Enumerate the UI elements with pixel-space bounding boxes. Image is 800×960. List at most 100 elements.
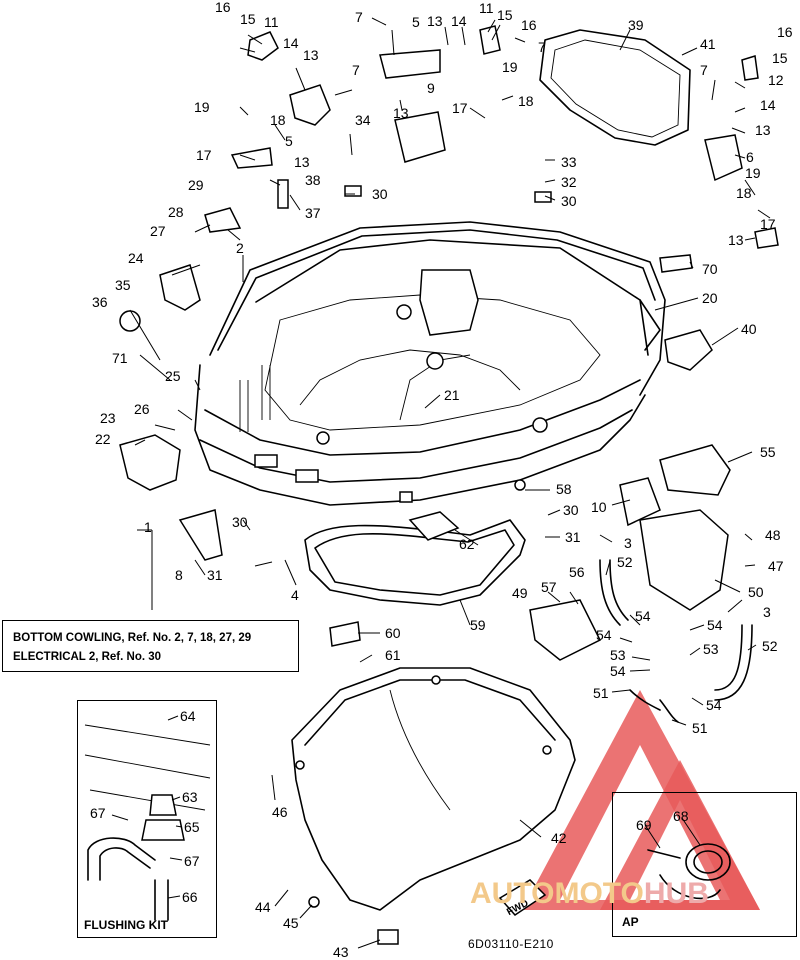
callout-8: 8 <box>175 567 183 583</box>
callout-19: 19 <box>502 59 518 75</box>
reference-note-line-2: ELECTRICAL 2, Ref. No. 30 <box>13 651 162 663</box>
callout-51: 51 <box>692 720 708 736</box>
callout-7: 7 <box>538 39 546 55</box>
callout-17: 17 <box>760 216 776 232</box>
callout-5: 5 <box>285 133 293 149</box>
callout-31: 31 <box>565 529 581 545</box>
callout-38: 38 <box>305 172 321 188</box>
ap-kit-drawing <box>647 843 731 900</box>
callout-51: 51 <box>593 685 609 701</box>
callout-54: 54 <box>596 627 612 643</box>
front-cover-drawing <box>291 667 576 916</box>
leader-lines <box>111 17 771 949</box>
callout-57: 57 <box>541 579 557 595</box>
callout-15: 15 <box>772 50 788 66</box>
callout-26: 26 <box>134 401 150 417</box>
watermark-logo <box>522 690 760 910</box>
callout-13: 13 <box>294 154 310 170</box>
callout-49: 49 <box>512 585 528 601</box>
callout-67: 67 <box>90 805 106 821</box>
callout-4: 4 <box>291 587 299 603</box>
callout-13: 13 <box>755 122 771 138</box>
callout-7: 7 <box>700 62 708 78</box>
callout-21: 21 <box>444 387 460 403</box>
callout-18: 18 <box>518 93 534 109</box>
flushing-kit-label: FLUSHING KIT <box>84 918 168 932</box>
callout-46: 46 <box>272 804 288 820</box>
rim-seal-drawing <box>255 239 661 356</box>
callout-11: 11 <box>264 14 279 30</box>
callout-7: 7 <box>355 9 363 25</box>
callout-2: 2 <box>236 240 244 256</box>
callout-40: 40 <box>741 321 757 337</box>
callout-1: 1 <box>144 519 152 535</box>
callout-12: 12 <box>768 72 784 88</box>
drawing-number: 6D03110-E210 <box>468 937 554 951</box>
callout-52: 52 <box>617 554 633 570</box>
callout-54: 54 <box>635 608 651 624</box>
callout-24: 24 <box>128 250 144 266</box>
callout-66: 66 <box>182 889 198 905</box>
callout-30: 30 <box>563 502 579 518</box>
callout-16: 16 <box>777 24 793 40</box>
callout-9: 9 <box>427 80 435 96</box>
callout-70: 70 <box>702 261 718 277</box>
callout-33: 33 <box>561 154 577 170</box>
callout-6: 6 <box>746 149 754 165</box>
callout-56: 56 <box>569 564 585 580</box>
callout-16: 16 <box>215 0 231 15</box>
callout-39: 39 <box>628 17 644 33</box>
callout-15: 15 <box>497 7 513 23</box>
callout-19: 19 <box>194 99 210 115</box>
watermark-text-part-2: HUB <box>643 877 709 910</box>
callout-48: 48 <box>765 527 781 543</box>
callout-30: 30 <box>372 186 388 202</box>
callout-63: 63 <box>182 789 198 805</box>
callout-31: 31 <box>207 567 223 583</box>
callout-54: 54 <box>610 663 626 679</box>
callout-50: 50 <box>748 584 764 600</box>
callout-23: 23 <box>100 410 116 426</box>
callout-64: 64 <box>180 708 196 724</box>
callout-43: 43 <box>333 944 349 960</box>
callout-61: 61 <box>385 647 401 663</box>
watermark-text-part-1: AUTOMOTO <box>470 877 644 910</box>
callout-28: 28 <box>168 204 184 220</box>
callout-13: 13 <box>427 13 443 29</box>
callout-3: 3 <box>624 535 632 551</box>
callout-7: 7 <box>352 62 360 78</box>
callout-54: 54 <box>706 697 722 713</box>
callout-71: 71 <box>112 350 128 366</box>
callout-10: 10 <box>591 499 607 515</box>
callout-36: 36 <box>92 294 108 310</box>
grommet-seal-drawing <box>304 519 526 606</box>
callout-55: 55 <box>760 444 776 460</box>
callout-44: 44 <box>255 899 271 915</box>
callout-53: 53 <box>610 647 626 663</box>
callout-68: 68 <box>673 808 689 824</box>
reference-note-line-1: BOTTOM COWLING, Ref. No. 2, 7, 18, 27, 2… <box>13 632 252 644</box>
callout-32: 32 <box>561 174 577 190</box>
callout-60: 60 <box>385 625 401 641</box>
cover-plate-drawing <box>539 29 691 146</box>
callout-59: 59 <box>470 617 486 633</box>
callout-65: 65 <box>184 819 200 835</box>
callout-13: 13 <box>393 105 409 121</box>
callout-27: 27 <box>150 223 166 239</box>
ap-inset <box>612 792 797 937</box>
callout-69: 69 <box>636 817 652 833</box>
callout-30: 30 <box>561 193 577 209</box>
callout-42: 42 <box>551 830 567 846</box>
callout-52: 52 <box>762 638 778 654</box>
callout-22: 22 <box>95 431 111 447</box>
callout-37: 37 <box>305 205 321 221</box>
callout-3: 3 <box>763 604 771 620</box>
callout-35: 35 <box>115 277 131 293</box>
ap-label: AP <box>622 915 639 929</box>
callout-14: 14 <box>451 13 467 29</box>
callout-13: 13 <box>303 47 319 63</box>
callout-29: 29 <box>188 177 204 193</box>
callout-19: 19 <box>745 165 761 181</box>
reference-note: BOTTOM COWLING, Ref. No. 2, 7, 18, 27, 2… <box>2 620 299 672</box>
callout-54: 54 <box>707 617 723 633</box>
